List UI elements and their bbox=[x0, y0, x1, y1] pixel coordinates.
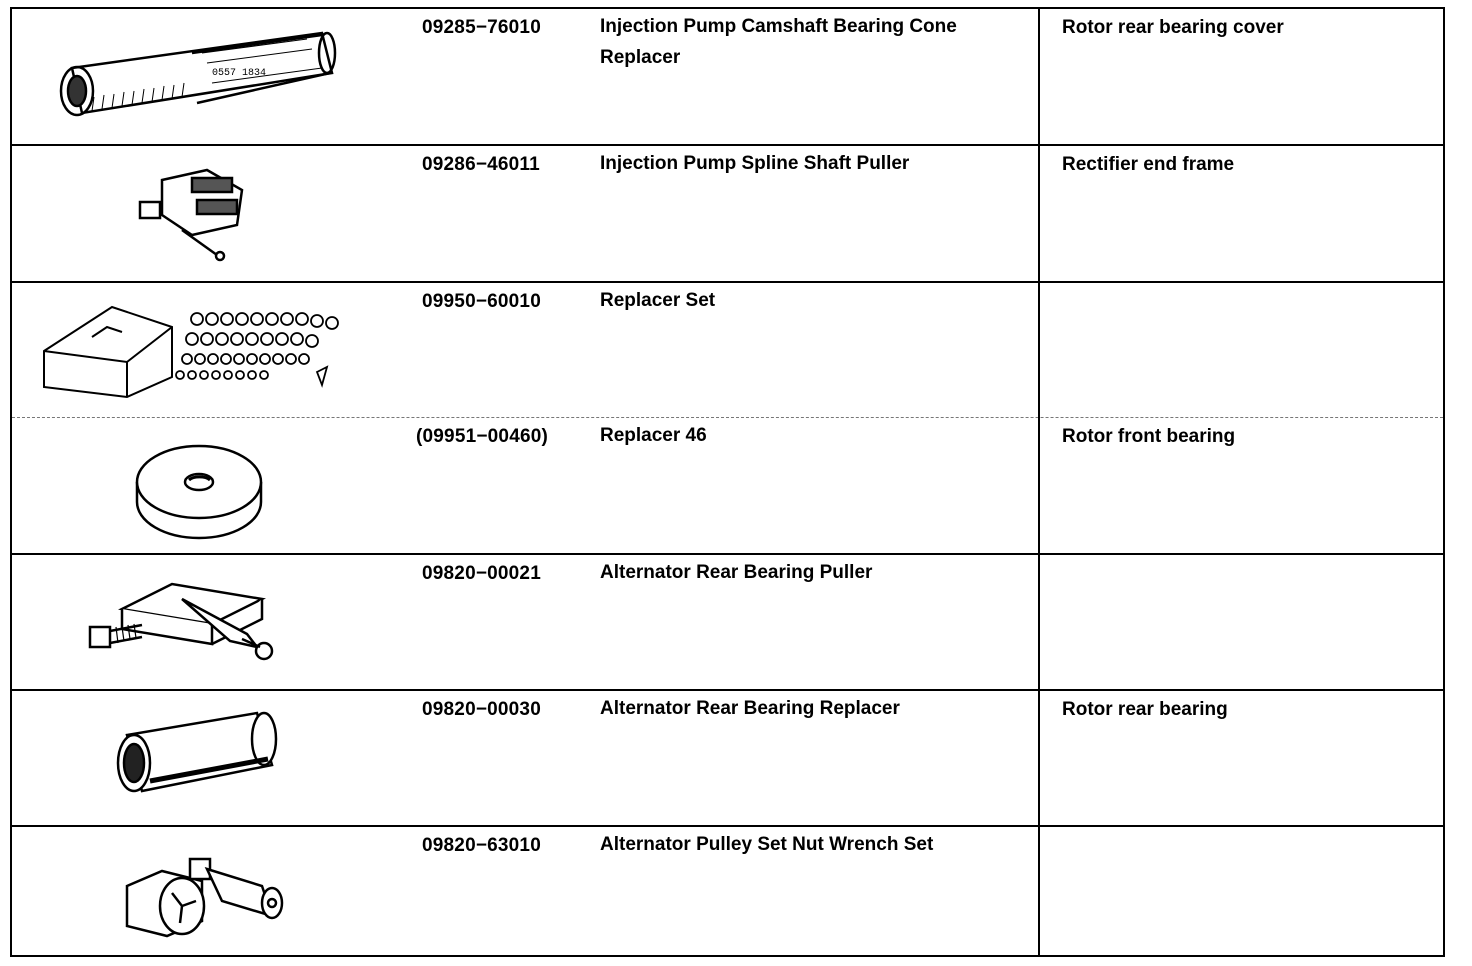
part-number: 09285−76010 bbox=[422, 17, 541, 38]
nut-wrench-set-icon bbox=[32, 831, 392, 955]
part-name: Alternator Rear Bearing Replacer bbox=[600, 698, 900, 719]
part-number: 09950−60010 bbox=[422, 291, 541, 312]
part-number: (09951−00460) bbox=[416, 426, 549, 447]
table-row: 09820−00021 Alternator Rear Bearing Pull… bbox=[12, 553, 1443, 689]
table-row: 09286−46011 Injection Pump Spline Shaft … bbox=[12, 144, 1443, 281]
tube-replacer-icon: 0557 1834 bbox=[32, 13, 392, 137]
sst-table: 0557 1834 09285−76010 Injection Pump Cam… bbox=[10, 7, 1445, 957]
part-name: Injection Pump Spline Shaft Puller bbox=[600, 153, 910, 174]
part-name: Replacer Set bbox=[600, 290, 716, 311]
part-note: Rotor rear bearing cover bbox=[1062, 17, 1284, 38]
part-name: Injection Pump Camshaft Bearing Cone Rep… bbox=[600, 16, 957, 68]
part-name: Alternator Rear Bearing Puller bbox=[600, 562, 873, 583]
bearing-puller-icon bbox=[32, 559, 392, 683]
replacer-set-box-icon bbox=[32, 287, 392, 411]
part-note: Rectifier end frame bbox=[1062, 154, 1235, 175]
part-name: Alternator Pulley Set Nut Wrench Set bbox=[600, 834, 934, 855]
part-name: Replacer 46 bbox=[600, 425, 707, 446]
column-divider bbox=[1038, 9, 1040, 957]
sleeve-replacer-icon bbox=[32, 695, 392, 819]
svg-text:0557 1834: 0557 1834 bbox=[212, 68, 266, 79]
table-row: (09951−00460) Replacer 46 Rotor front be… bbox=[12, 417, 1443, 553]
part-number: 09820−00030 bbox=[422, 699, 541, 720]
disc-replacer-icon bbox=[32, 422, 392, 546]
table-row: 09950−60010 Replacer Set bbox=[12, 281, 1443, 417]
part-number: 09820−00021 bbox=[422, 563, 541, 584]
part-number: 09286−46011 bbox=[422, 154, 540, 175]
table-row: 0557 1834 09285−76010 Injection Pump Cam… bbox=[12, 9, 1443, 144]
part-note: Rotor rear bearing bbox=[1062, 699, 1228, 720]
table-row: 09820−00030 Alternator Rear Bearing Repl… bbox=[12, 689, 1443, 825]
spline-puller-icon bbox=[32, 150, 392, 274]
table-row: 09820−63010 Alternator Pulley Set Nut Wr… bbox=[12, 825, 1443, 957]
part-number: 09820−63010 bbox=[422, 835, 541, 856]
part-note: Rotor front bearing bbox=[1062, 426, 1236, 447]
